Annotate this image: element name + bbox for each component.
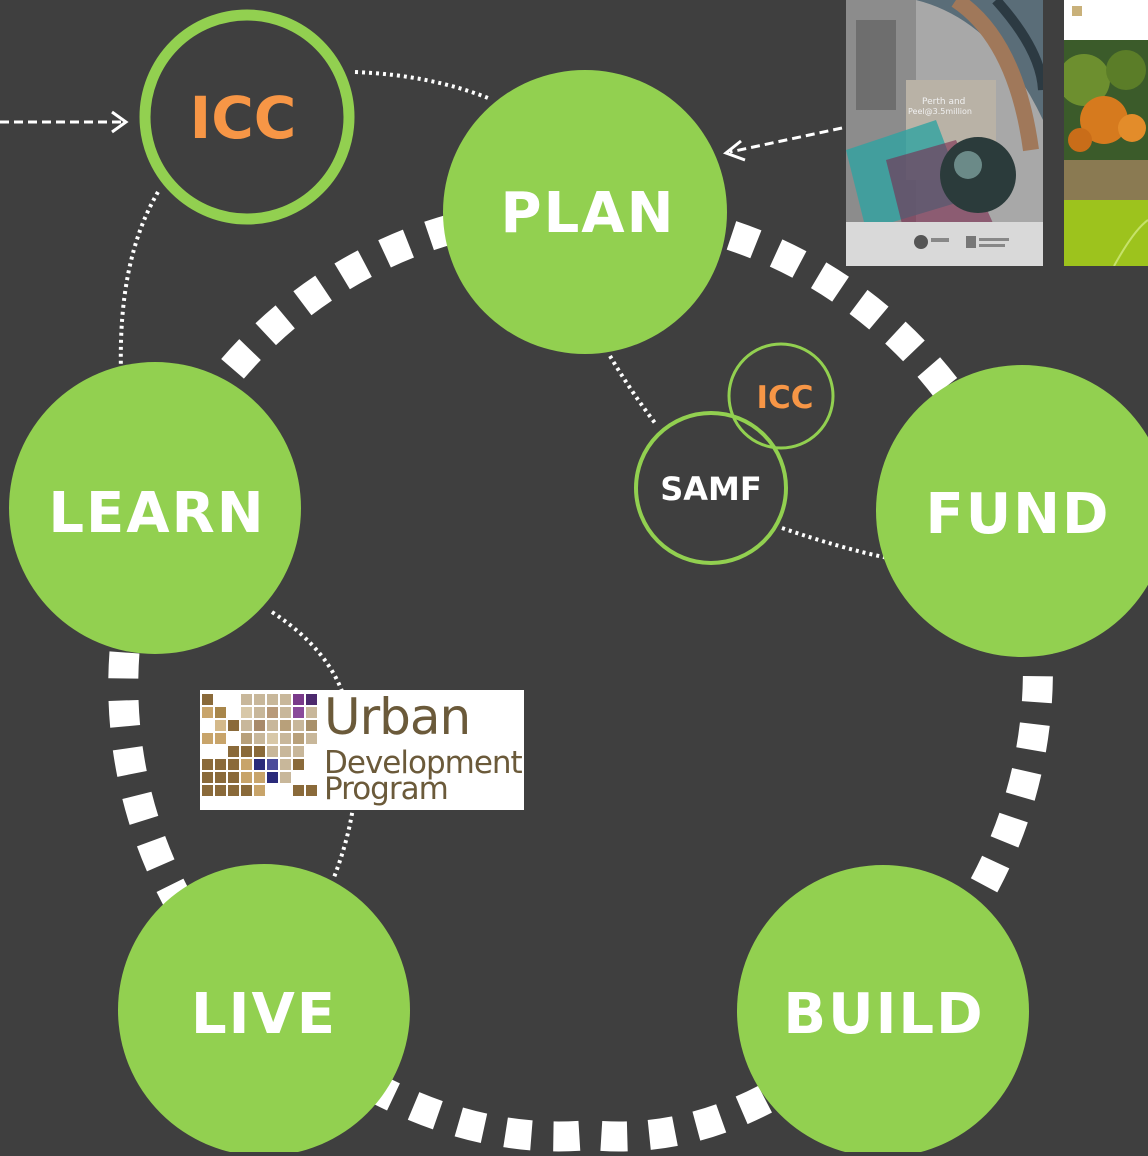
- udp-mosaic-icon: [202, 694, 317, 796]
- samf-circle: [634, 411, 788, 565]
- icc-main-circle: [139, 9, 355, 225]
- icc-small-circle: [727, 342, 835, 450]
- arrowhead-plan: [722, 139, 746, 162]
- arrowhead-icc: [111, 110, 129, 134]
- strategy-document-cover: Perth and Peel@3.5million: [846, 0, 1043, 266]
- urban-development-program-logo: Urban Development Program: [200, 690, 524, 810]
- samf-label: SAMF: [660, 470, 762, 508]
- live-node[interactable]: [118, 864, 410, 1156]
- plan-node[interactable]: [443, 70, 727, 354]
- connector-plan-samf: [608, 354, 657, 425]
- learn-label: LEARN: [48, 481, 265, 546]
- connector-icc-plan: [354, 70, 489, 100]
- build-node[interactable]: [737, 865, 1029, 1156]
- connector-icc-learn: [118, 190, 160, 373]
- green-document-cover: [1064, 0, 1148, 266]
- doc-cover-line2: Peel@3.5million: [908, 107, 972, 116]
- connector-samf-fund: [781, 526, 889, 560]
- build-label: BUILD: [783, 982, 984, 1047]
- arrow-into-plan: [729, 126, 843, 154]
- icc-small-label: ICC: [756, 380, 813, 416]
- udp-line2: Development: [324, 745, 523, 781]
- fund-node[interactable]: [876, 365, 1148, 657]
- doc-cover-line1: Perth and: [922, 97, 965, 107]
- plan-label: PLAN: [501, 181, 676, 246]
- udp-line1: Urban: [324, 690, 471, 746]
- fund-label: FUND: [925, 482, 1110, 547]
- live-label: LIVE: [191, 982, 337, 1047]
- icc-main-label: ICC: [190, 84, 297, 152]
- connector-learn-live: [270, 610, 359, 881]
- learn-node[interactable]: [9, 362, 301, 654]
- udp-line3: Program: [324, 771, 449, 807]
